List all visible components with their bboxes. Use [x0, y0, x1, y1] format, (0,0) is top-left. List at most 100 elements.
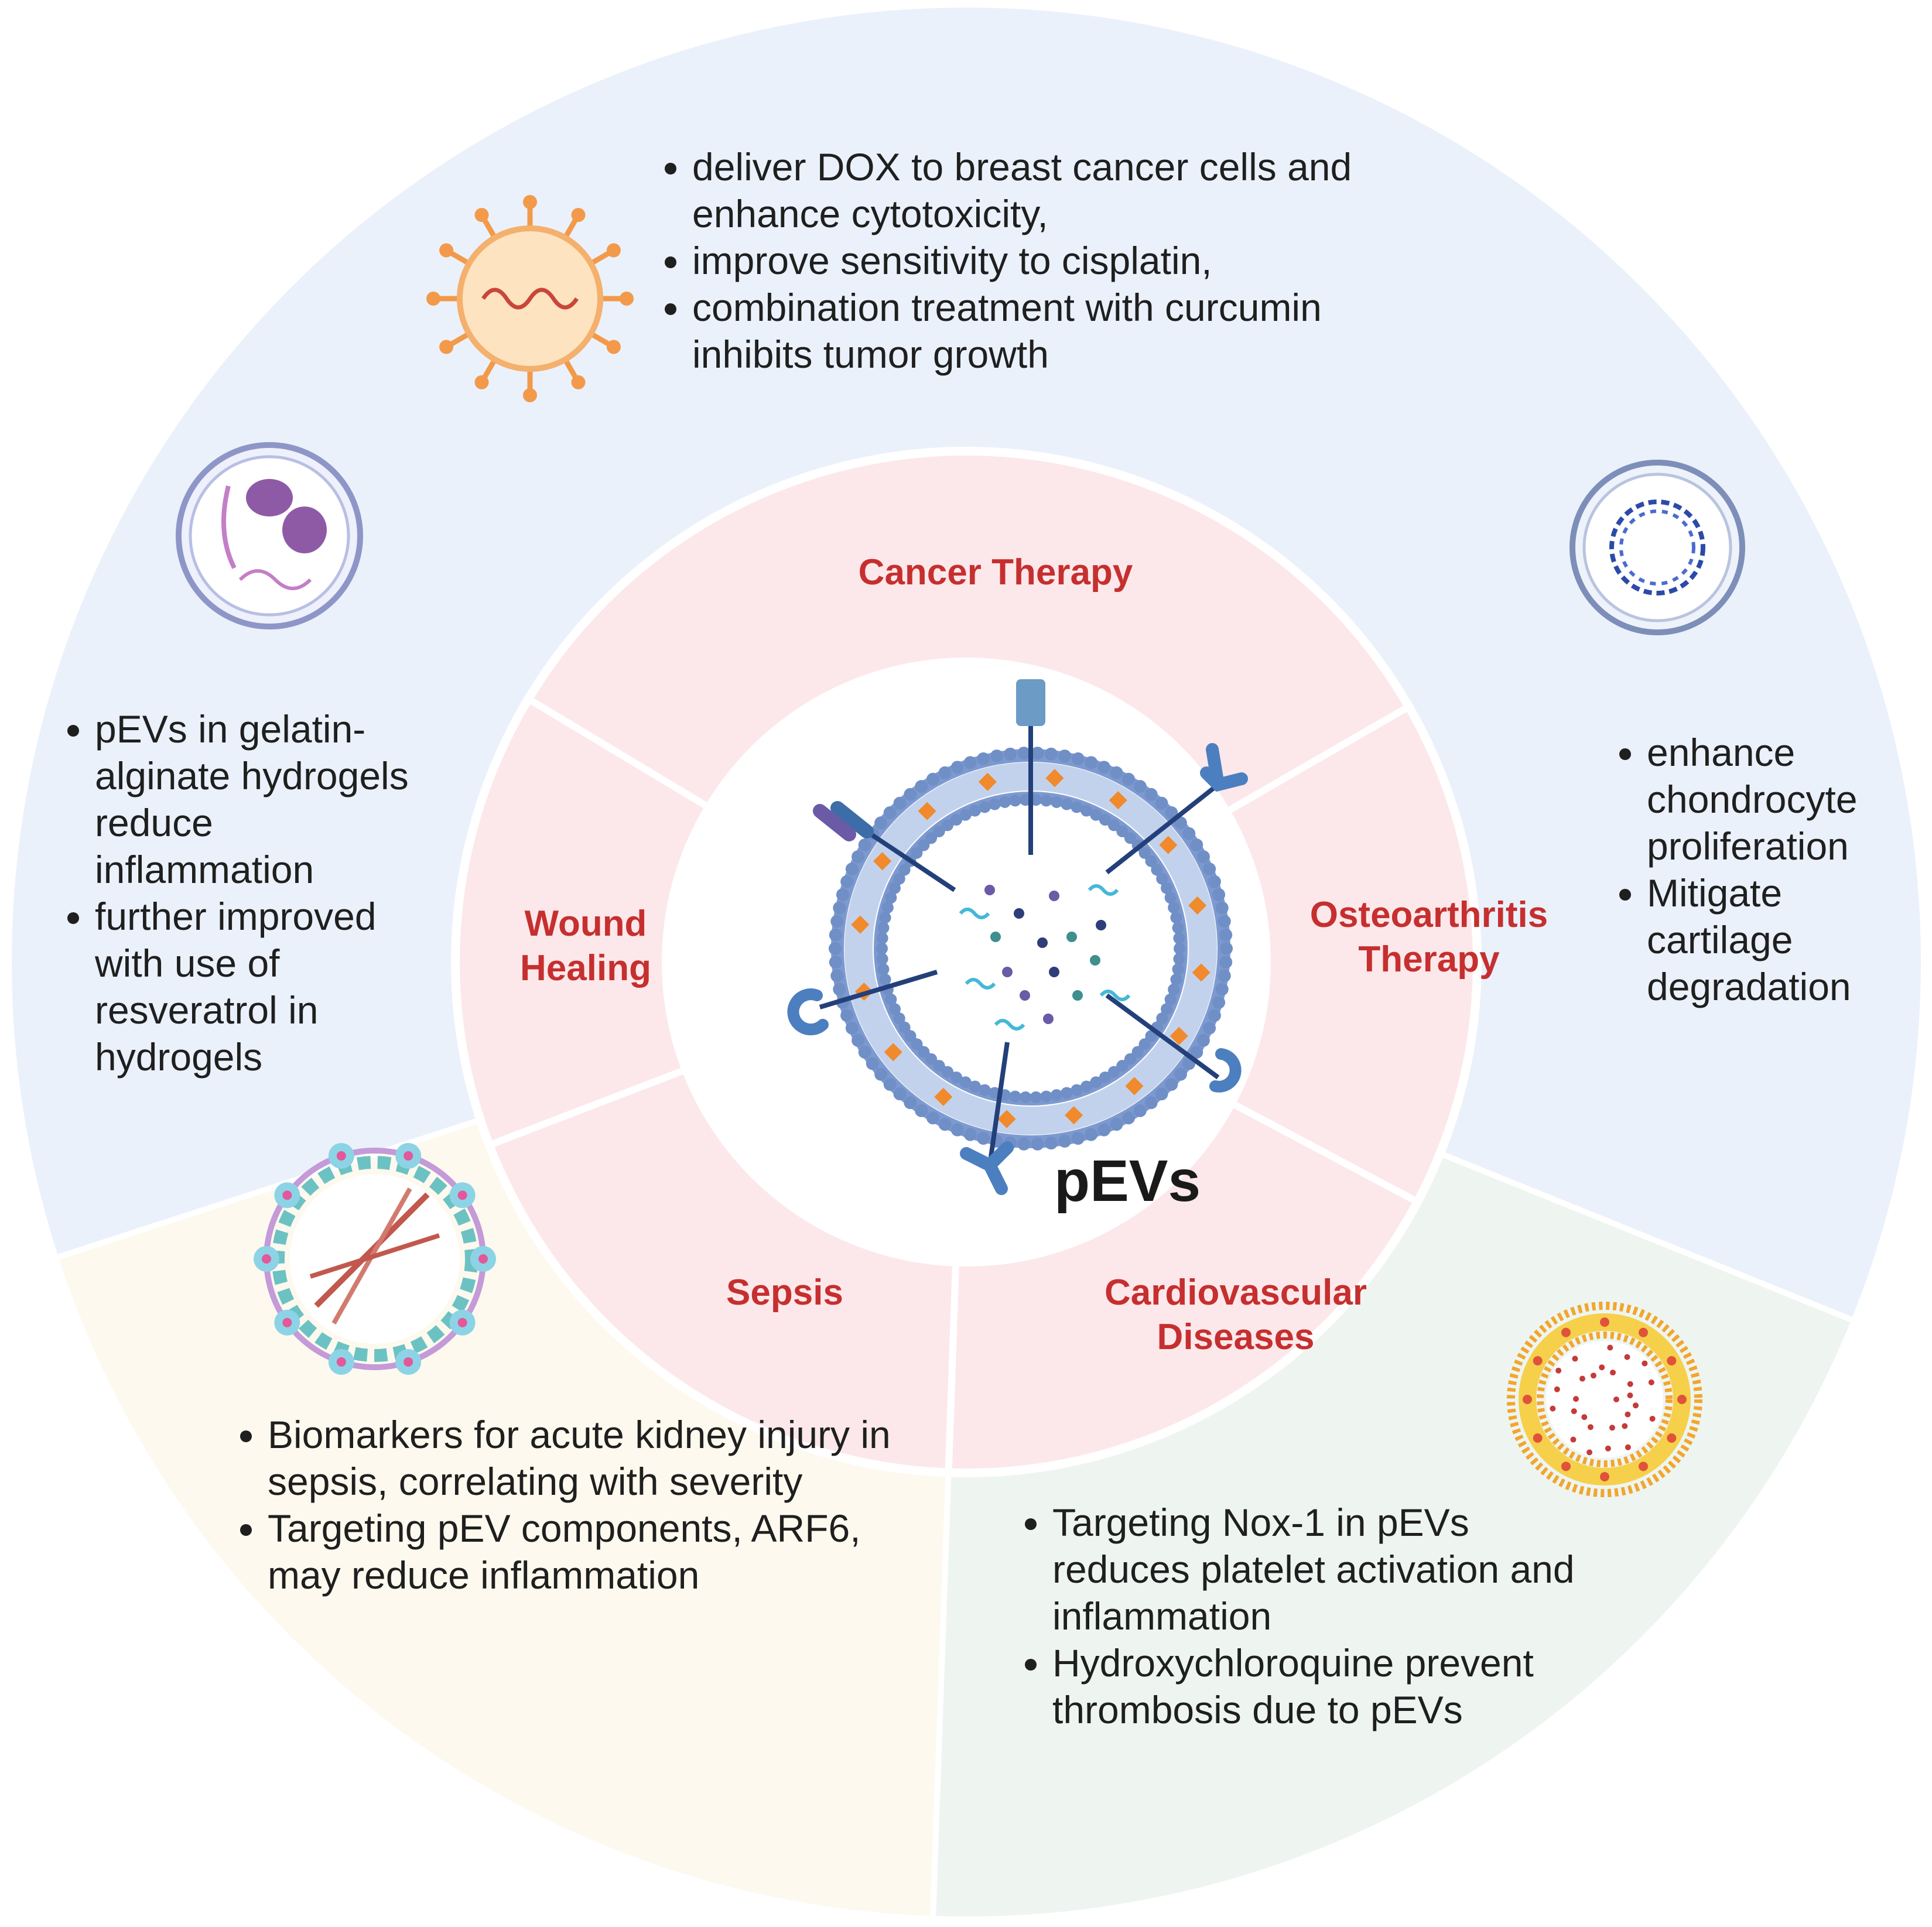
cargo-dot [1579, 1375, 1585, 1382]
lipid-dot [1533, 1356, 1543, 1365]
rna-strand [1088, 884, 1119, 896]
lipid-head [926, 1111, 939, 1125]
vesicle-inner [1582, 473, 1732, 622]
lipid-head [1097, 761, 1111, 774]
lipid-head [1099, 1071, 1111, 1083]
lipid-head [1080, 805, 1093, 817]
lipid-head [1017, 747, 1031, 760]
lipid-head [1009, 795, 1021, 807]
lipid-head [874, 816, 888, 830]
lipid-head [941, 1066, 953, 1078]
fiber [309, 1233, 440, 1279]
lipid-head [1124, 832, 1136, 844]
fiber [314, 1192, 430, 1308]
membrane-protein [884, 1043, 902, 1062]
lipid-head [852, 850, 865, 864]
spike-tip [523, 388, 537, 402]
cargo-dot [1066, 932, 1077, 942]
cargo-dot [1607, 1344, 1613, 1351]
cargo-dot [1020, 990, 1030, 1001]
segment-divider [484, 1067, 683, 1150]
receptor-stalk [987, 1042, 1010, 1166]
spike-tip [474, 208, 489, 223]
lipid-dot [1561, 1461, 1571, 1471]
lipid-head [876, 932, 888, 944]
lipid-head [1124, 1053, 1136, 1065]
lipid-head [874, 1067, 888, 1081]
cargo-dot [1555, 1367, 1562, 1374]
lipid-head [1168, 984, 1180, 996]
lipid-head [979, 801, 991, 813]
lipid-dot [1523, 1395, 1532, 1404]
lipid-head [1061, 1087, 1073, 1099]
surface-protein-core [282, 1190, 292, 1200]
spike-tip [426, 292, 440, 306]
lipid-head [866, 1057, 879, 1070]
cargo-dot [1573, 1396, 1579, 1402]
lipid-head [1071, 1132, 1085, 1145]
virus-particle-icon [426, 195, 634, 402]
lipid-head [1044, 1137, 1058, 1150]
lipid-head [1219, 928, 1233, 942]
lipid-head [888, 882, 901, 894]
cargo-dot [1049, 967, 1059, 977]
lipid-head [1155, 1087, 1168, 1101]
lipid-head [1099, 814, 1111, 826]
cargo-dot [1642, 1360, 1648, 1367]
lipid-head [1085, 1128, 1098, 1141]
bullet-item: enhance chondrocyte proliferation [1647, 729, 1921, 870]
dna-strand [1619, 509, 1695, 586]
segment-label-cardiovascular-diseases: Cardiovascular Diseases [1105, 1272, 1367, 1357]
lipid-head [977, 1132, 990, 1145]
lipid-head [833, 983, 846, 996]
lipid-head [1218, 915, 1231, 928]
lipid-head [888, 1003, 901, 1015]
lipid-head [1122, 1111, 1135, 1125]
cargo-dot [1586, 1449, 1593, 1456]
cargo-dot [1014, 908, 1024, 919]
protein-blob [246, 479, 293, 516]
receptor-stalk [819, 970, 938, 1009]
lipid-head [1031, 747, 1044, 760]
lipid-head [1219, 956, 1233, 969]
cargo-dot [1554, 1386, 1560, 1392]
bullets-osteoarthritis: enhance chondrocyte proliferation Mitiga… [1605, 729, 1921, 1010]
peptide-chain [221, 485, 237, 569]
lipid-head [1090, 809, 1102, 821]
lipid-head [1131, 1046, 1144, 1058]
lipid-head [1144, 788, 1158, 801]
receptor-stalk [1105, 993, 1220, 1080]
cargo-dot [1613, 1397, 1619, 1402]
lipid-head [1172, 922, 1184, 934]
receptor-stalk [1105, 782, 1220, 875]
rna-strand [959, 908, 990, 919]
lipid-head [925, 832, 938, 844]
lipid-head [1090, 1076, 1102, 1089]
lipid-head [1165, 806, 1178, 819]
lipid-head [1212, 888, 1226, 901]
cargo-dot [1625, 1444, 1631, 1450]
lipid-head [1170, 973, 1182, 985]
lipid-head [877, 963, 890, 976]
viral-rna [481, 287, 579, 310]
receptor-rod [830, 801, 874, 838]
surface-protein-core [404, 1151, 413, 1161]
cargo-dot [1627, 1392, 1633, 1399]
lipid-head [1108, 819, 1120, 831]
lipid-head [1151, 864, 1163, 876]
membrane-protein [1065, 1106, 1083, 1125]
vesicle-lumen [290, 1174, 460, 1344]
rna-strand [965, 978, 996, 990]
cargo-dot [1627, 1381, 1633, 1387]
lipid-head [933, 825, 945, 837]
lipid-dot [1639, 1327, 1648, 1337]
lipid-head [904, 1030, 917, 1042]
lipid-head [1196, 850, 1210, 864]
bullets-sepsis: Biomarkers for acute kidney injury in se… [225, 1411, 917, 1599]
lipid-head [876, 943, 888, 954]
peptide-chain [238, 569, 312, 590]
vesicle-inner [189, 455, 350, 617]
circular-dna-vesicle-icon [1569, 460, 1745, 635]
lipid-head [1071, 801, 1083, 813]
